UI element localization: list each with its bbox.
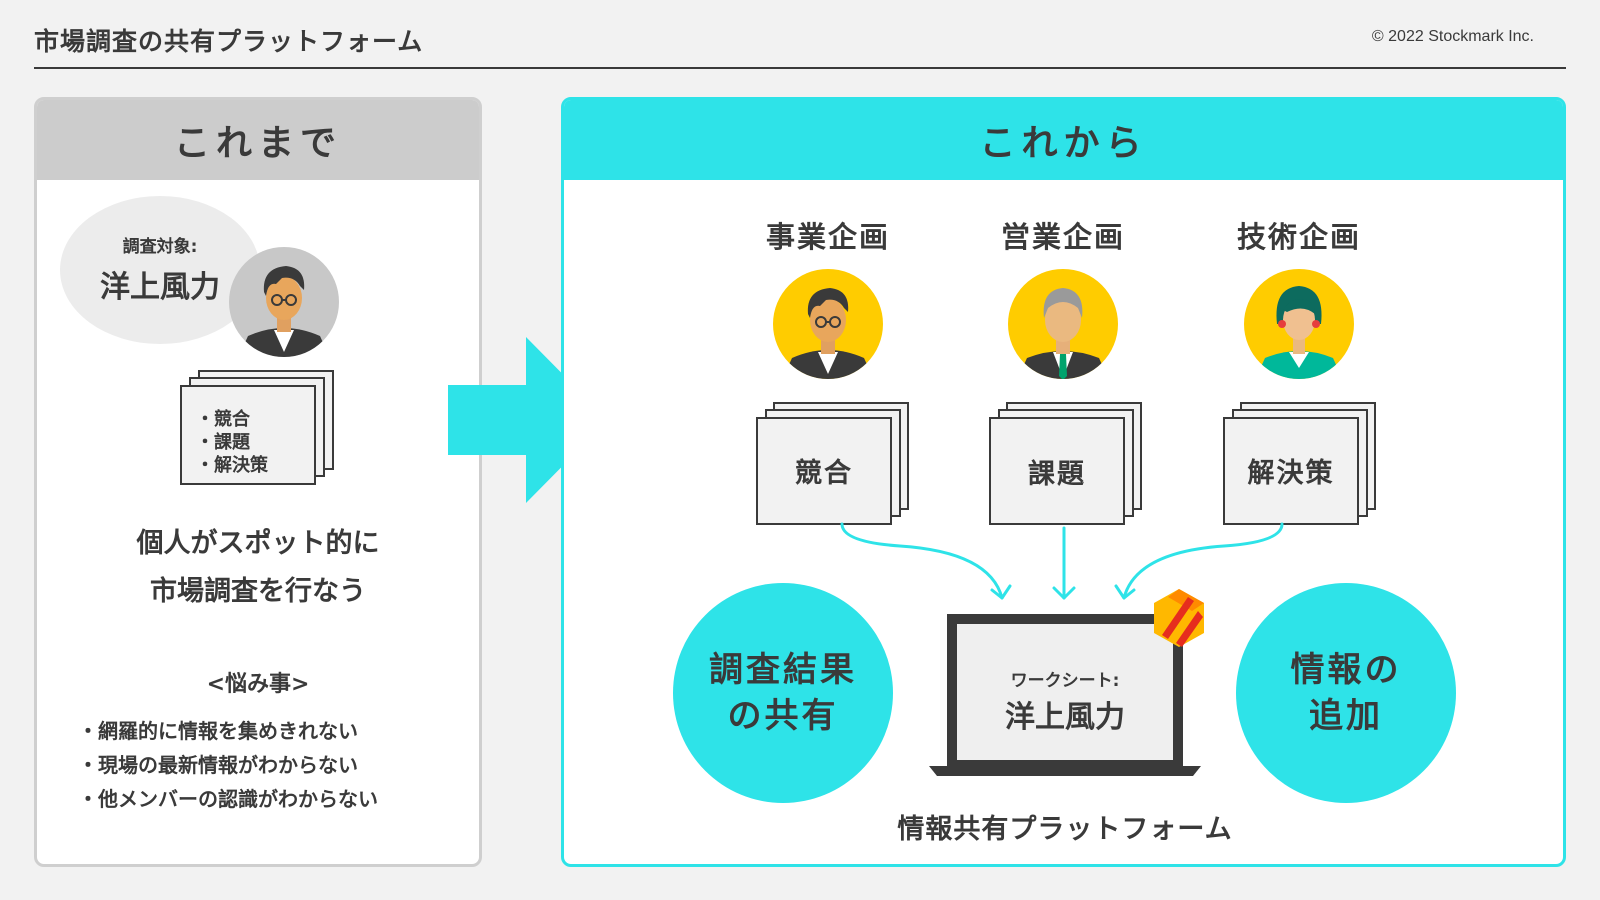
doc-label-solutions: 解決策: [1247, 458, 1335, 489]
header-divider: [34, 67, 1566, 69]
role-label-tech-planning: 技術企画: [1236, 220, 1361, 254]
add-info-circle: 情報の 追加: [1236, 583, 1456, 803]
role-label-business-planning: 事業企画: [765, 220, 890, 254]
after-heading: これから: [564, 100, 1563, 180]
worry-item: ・現場の最新情報がわからない: [78, 753, 358, 777]
doc-label-competition: 競合: [795, 458, 853, 489]
stockmark-logo-icon: [1154, 589, 1204, 647]
bubble-topic: 洋上風力: [100, 270, 220, 305]
before-summary-line: 市場調査を行なう: [150, 576, 366, 607]
document-stack-front: [180, 385, 316, 485]
role-label-sales-planning: 営業企画: [1000, 220, 1125, 254]
platform-label: 情報共有プラットフォーム: [897, 814, 1233, 845]
sales-planner-avatar-icon: [1008, 269, 1118, 379]
worksheet-label: ワークシート:: [1010, 671, 1120, 691]
share-results-line: の共有: [727, 696, 839, 736]
worry-item: ・他メンバーの認識がわからない: [78, 787, 378, 811]
document-stack-front: [989, 417, 1125, 525]
document-stack-front: [756, 417, 892, 525]
document-topic-item: ・課題: [196, 432, 250, 453]
worry-item: ・網羅的に情報を集めきれない: [78, 719, 358, 743]
tech-planner-avatar-icon: [1244, 269, 1354, 379]
person-avatar-icon: [229, 247, 339, 357]
add-info-line: 追加: [1309, 696, 1383, 736]
bubble-label: 調査対象:: [122, 237, 198, 257]
document-topic-item: ・解決策: [196, 455, 268, 476]
document-stack-front: [1223, 417, 1359, 525]
add-info-line: 情報の: [1290, 650, 1402, 690]
share-results-line: 調査結果: [709, 650, 857, 690]
worries-list: ・網羅的に情報を集めきれない ・現場の最新情報がわからない ・他メンバーの認識が…: [78, 714, 378, 816]
share-results-circle: 調査結果 の共有: [673, 583, 893, 803]
worksheet-topic: 洋上風力: [1005, 700, 1125, 735]
speech-bubble: [60, 196, 260, 344]
before-heading: これまで: [37, 100, 479, 180]
copyright-text: © 2022 Stockmark Inc.: [1371, 28, 1534, 45]
business-planner-avatar-icon: [773, 269, 883, 379]
document-topic-item: ・競合: [196, 409, 250, 430]
doc-label-issues: 課題: [1028, 459, 1086, 490]
before-summary-line: 個人がスポット的に: [136, 528, 380, 559]
transition-arrow-icon: [448, 337, 608, 503]
laptop-icon: [929, 614, 1201, 776]
page-title: 市場調査の共有プラットフォーム: [34, 27, 424, 56]
flow-arrows-icon: [840, 522, 1284, 600]
worries-title: <悩み事>: [206, 672, 310, 697]
document-topic-list: ・競合 ・課題 ・解決策: [196, 408, 268, 477]
before-summary: 個人がスポット的に 市場調査を行なう: [34, 520, 482, 616]
